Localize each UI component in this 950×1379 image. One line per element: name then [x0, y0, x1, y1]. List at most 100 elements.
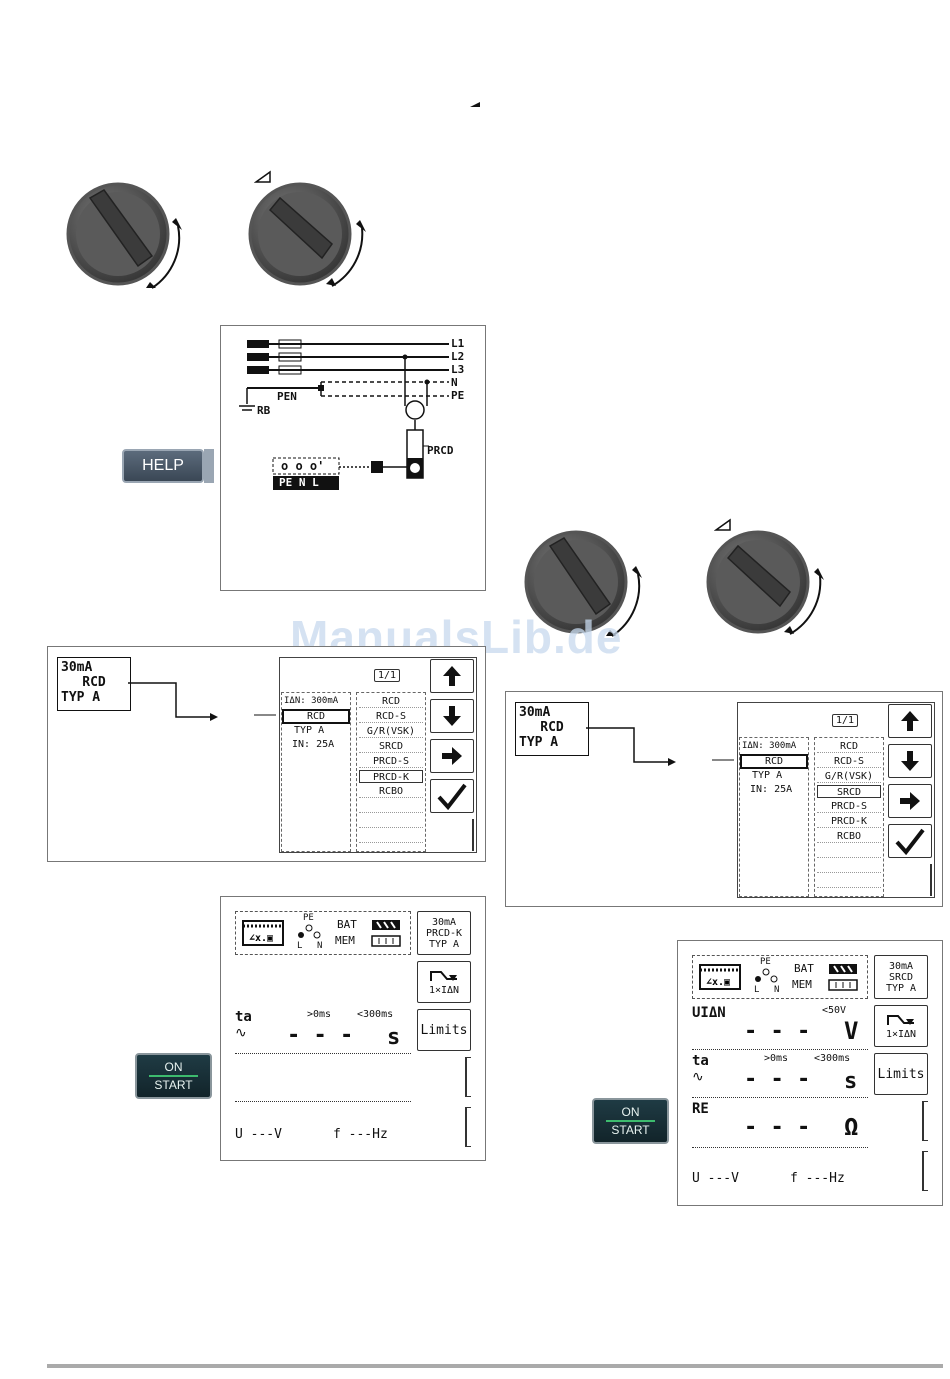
- svg-text:∠x.▣: ∠x.▣: [706, 977, 730, 988]
- confirm-button[interactable]: [888, 824, 932, 858]
- confirm-button[interactable]: [430, 779, 474, 813]
- ta-value: - - -: [744, 1067, 811, 1092]
- mem-label: MEM: [792, 978, 812, 991]
- rcd-type-button[interactable]: 30mA SRCD TYP A: [874, 955, 928, 999]
- option-empty: [359, 830, 423, 843]
- help-button[interactable]: HELP: [122, 449, 204, 483]
- typ-value: TYP A: [752, 770, 783, 781]
- arrow-up-icon: [901, 711, 919, 731]
- ta-min: >0ms: [764, 1053, 789, 1064]
- option-prcd-s[interactable]: PRCD-S: [359, 755, 423, 768]
- option-rcd[interactable]: RCD: [817, 740, 881, 753]
- option-list: RCD RCD-S G/R(VSK) SRCD PRCD-S PRCD-K RC…: [814, 737, 884, 897]
- param-list: IΔN: 300mA RCD TYP A IN: 25A: [739, 737, 809, 897]
- lcd-screen: [737, 702, 935, 898]
- pointer-arrow: [586, 727, 734, 766]
- typ-value: TYP A: [294, 725, 325, 736]
- triangle-marker-icon: [714, 518, 731, 531]
- option-prcd-s[interactable]: PRCD-S: [817, 800, 881, 813]
- triangle-marker-icon: [254, 170, 271, 183]
- socket-top: o o o': [281, 459, 325, 473]
- ui-limit: <50V: [822, 1005, 847, 1016]
- scrollbar[interactable]: [930, 864, 932, 896]
- memory-icon: [371, 935, 401, 947]
- label-prcd: PRCD: [427, 444, 454, 457]
- option-prcd-k[interactable]: PRCD-K: [359, 770, 423, 783]
- up-button[interactable]: [430, 659, 474, 693]
- rotary-knob-2[interactable]: [244, 178, 384, 293]
- limits-button[interactable]: Limits: [417, 1009, 471, 1051]
- indicator-bar: [606, 1120, 655, 1122]
- right-button[interactable]: [888, 784, 932, 818]
- option-rcbo[interactable]: RCBO: [817, 830, 881, 843]
- option-prcd-k[interactable]: PRCD-K: [817, 815, 881, 828]
- down-button[interactable]: [888, 744, 932, 778]
- wiring-diagram: [239, 339, 449, 490]
- option-empty: [817, 860, 881, 873]
- indicator-bar: [149, 1075, 198, 1077]
- option-list: RCD RCD-S G/R(VSK) SRCD PRCD-S PRCD-K RC…: [356, 692, 426, 852]
- option-srcd[interactable]: SRCD: [359, 740, 423, 753]
- option-rcd[interactable]: RCD: [359, 695, 423, 708]
- arrow-down-icon: [443, 706, 461, 726]
- pe-label: PE: [760, 957, 771, 967]
- bracket: [465, 1057, 471, 1097]
- ta-unit: s: [387, 1025, 401, 1050]
- right-button[interactable]: [430, 739, 474, 773]
- measurement-panel-right: ∠x.▣ PE L N BAT MEM 30mA SRCD TYP A 1×IΔ…: [677, 940, 943, 1206]
- scrollbar[interactable]: [472, 819, 474, 851]
- idn-value: IΔN: 300mA: [742, 741, 797, 751]
- pointer-arrow: [128, 682, 276, 721]
- connection-indicator-icon: [298, 924, 321, 939]
- rcd-type-label: 30mA RCD TYP A: [57, 657, 131, 711]
- arrow-right-icon: [900, 792, 920, 810]
- on-start-button[interactable]: ON START: [135, 1053, 212, 1099]
- ui-label: UIΔN: [692, 1005, 726, 1021]
- rotary-knob-3[interactable]: [520, 528, 660, 643]
- measurement-mode-icon: ∠x.▣: [699, 964, 741, 990]
- label-rb: RB: [257, 404, 271, 417]
- rcd-type-button[interactable]: 30mA PRCD-K TYP A: [417, 911, 471, 955]
- test-current-button[interactable]: 1×IΔN: [417, 961, 471, 1003]
- up-button[interactable]: [888, 704, 932, 738]
- option-gr-vsk[interactable]: G/R(VSK): [359, 725, 423, 738]
- arrow-up-icon: [443, 666, 461, 686]
- voltage-readout: U ---V: [692, 1171, 739, 1186]
- pe-label: PE: [303, 913, 314, 923]
- connection-indicator-icon: [755, 968, 778, 983]
- help-button-connector: [204, 449, 214, 483]
- idn-value: IΔN: 300mA: [284, 696, 339, 706]
- option-srcd[interactable]: SRCD: [817, 785, 881, 798]
- divider: [692, 1097, 868, 1098]
- down-button[interactable]: [430, 699, 474, 733]
- socket-labels: PE N L: [279, 476, 319, 489]
- rotary-knob-1[interactable]: [60, 178, 200, 293]
- option-rcbo[interactable]: RCBO: [359, 785, 423, 798]
- ac-wave-icon: ∿: [235, 1025, 247, 1041]
- ac-wave-icon: ∿: [692, 1069, 704, 1085]
- waveform-icon: [430, 970, 457, 981]
- option-gr-vsk[interactable]: G/R(VSK): [817, 770, 881, 783]
- ta-unit: s: [844, 1069, 858, 1094]
- selected-type[interactable]: RCD: [282, 709, 350, 724]
- option-rcd-s[interactable]: RCD-S: [359, 710, 423, 723]
- on-start-button[interactable]: ON START: [592, 1098, 669, 1144]
- label-pe: PE: [451, 389, 465, 402]
- test-current-button[interactable]: 1×IΔN: [874, 1005, 928, 1047]
- measurement-mode-icon: ∠x.▣: [242, 920, 284, 946]
- lcd-screen: [279, 657, 477, 853]
- battery-icon: [829, 964, 857, 974]
- l-label: L: [297, 941, 303, 951]
- divider: [235, 1053, 411, 1054]
- n-label: N: [317, 941, 323, 951]
- checkmark-icon: [437, 783, 467, 810]
- bracket: [465, 1107, 471, 1147]
- rotary-knob-4[interactable]: [702, 528, 842, 643]
- limits-button[interactable]: Limits: [874, 1053, 928, 1095]
- option-rcd-s[interactable]: RCD-S: [817, 755, 881, 768]
- re-value: - - -: [744, 1115, 811, 1140]
- svg-text:∠x.▣: ∠x.▣: [249, 933, 273, 944]
- label-n: N: [451, 376, 458, 389]
- option-empty: [359, 815, 423, 828]
- selected-type[interactable]: RCD: [740, 754, 808, 769]
